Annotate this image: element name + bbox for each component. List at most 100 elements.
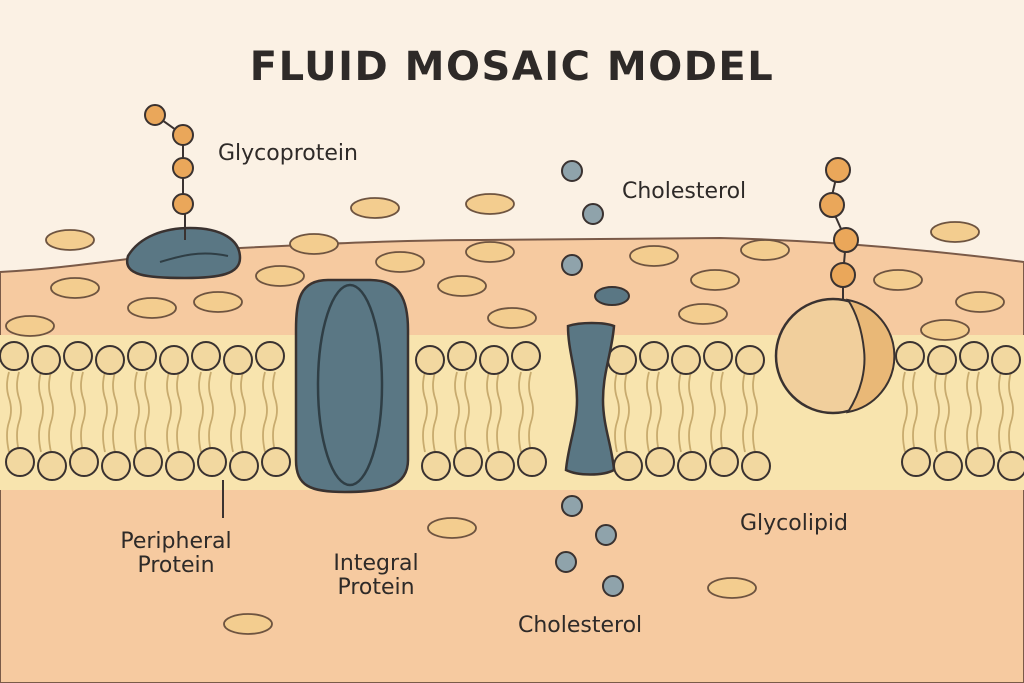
floating-lipid [427, 517, 477, 539]
cholesterol-molecules [555, 160, 624, 597]
phospholipid-head [453, 447, 483, 477]
lipid-tail [496, 371, 502, 453]
phospholipid-head [613, 451, 643, 481]
lipid-tail [38, 371, 44, 453]
phospholipid-head [101, 451, 131, 481]
phospholipid-head [997, 451, 1024, 481]
lipid-tail [454, 371, 460, 453]
lipid-tail [432, 371, 438, 453]
label-glycoprotein: Glycoprotein [218, 141, 358, 166]
lipid-tail [742, 371, 748, 453]
lipid-tail [934, 371, 940, 453]
lipid-tail [464, 371, 470, 453]
phospholipid-head [927, 345, 957, 375]
lipid-tail [678, 371, 684, 453]
floating-lipid [350, 197, 400, 219]
phospholipid-head [703, 341, 733, 371]
phospholipid-head [37, 451, 67, 481]
phospholipid-head [735, 345, 765, 375]
lipid-tails [6, 371, 1014, 453]
lipid-tail [976, 371, 982, 453]
phospholipid-head [5, 447, 35, 477]
lipid-tail [902, 371, 908, 453]
phospholipid-head [69, 447, 99, 477]
lipid-tail [710, 371, 716, 453]
floating-lipid [289, 233, 339, 255]
lipid-tail [646, 371, 652, 453]
floating-lipid [193, 291, 243, 313]
label-cholesterol-bottom: Cholesterol [518, 613, 643, 638]
phospholipid-head [991, 345, 1021, 375]
floating-lipid [437, 275, 487, 297]
phospholipid-head [95, 345, 125, 375]
floating-lipid [465, 241, 515, 263]
floating-lipid [678, 303, 728, 325]
phospholipid-head [485, 451, 515, 481]
lipid-tail [102, 371, 108, 453]
lipid-tail [198, 371, 204, 453]
lipid-tail [422, 371, 428, 453]
phospholipid-head [133, 447, 163, 477]
lipid-tail [16, 371, 22, 453]
lipid-tail [208, 371, 214, 453]
lipid-tail [230, 371, 236, 453]
lipid-tail [528, 371, 534, 453]
lipid-tail [48, 371, 54, 453]
floating-lipid [465, 193, 515, 215]
phospholipid-head [607, 345, 637, 375]
floating-lipid [487, 307, 537, 329]
lipid-tail [486, 371, 492, 453]
floating-lipid [375, 251, 425, 273]
phospholipid-head [933, 451, 963, 481]
phospholipid-head [197, 447, 227, 477]
glycolipid-shape [774, 157, 896, 415]
phospholipid-head [31, 345, 61, 375]
floating-lipid [873, 269, 923, 291]
label-integral-protein: Integral Protein [333, 551, 419, 600]
lipid-tail [998, 371, 1004, 453]
lipid-tail [262, 371, 268, 453]
phospholipid-head [165, 451, 195, 481]
phospholipid-head [671, 345, 701, 375]
phospholipid-head [511, 341, 541, 371]
phospholipid-head [255, 341, 285, 371]
phospholipid-head [709, 447, 739, 477]
phospholipid-head [895, 341, 925, 371]
lipid-tail [944, 371, 950, 453]
diagram-title: FLUID MOSAIC MODEL [249, 44, 775, 90]
glycoprotein-shape [125, 104, 242, 280]
lipid-tail [144, 371, 150, 453]
phospholipid-head [229, 451, 259, 481]
lipid-tail [240, 371, 246, 453]
floating-lipid [707, 577, 757, 599]
lipid-tail [518, 371, 524, 453]
phospholipid-head [261, 447, 291, 477]
lipid-tail [176, 371, 182, 453]
lipid-tail [966, 371, 972, 453]
phospholipid-head [741, 451, 771, 481]
lipid-tail [6, 371, 12, 453]
floating-lipid [255, 265, 305, 287]
label-peripheral-protein: Peripheral Protein [120, 529, 232, 578]
phospholipid-head [415, 345, 445, 375]
phospholipid-head [677, 451, 707, 481]
lipid-tail [688, 371, 694, 453]
integral-protein-shape [294, 278, 410, 494]
phospholipid-head [517, 447, 547, 477]
phospholipid-head [0, 341, 29, 371]
label-glycolipid: Glycolipid [740, 511, 849, 536]
phospholipid-head [159, 345, 189, 375]
phospholipid-head [447, 341, 477, 371]
floating-lipid [50, 277, 100, 299]
floating-lipid [45, 229, 95, 251]
lipid-tail [912, 371, 918, 453]
phospholipid-head [191, 341, 221, 371]
lipid-tail [614, 371, 620, 453]
lipid-tail [80, 371, 86, 453]
label-cholesterol-top: Cholesterol [622, 179, 747, 204]
phospholipid-head [421, 451, 451, 481]
floating-lipids [5, 193, 1005, 635]
floating-lipid [930, 221, 980, 243]
